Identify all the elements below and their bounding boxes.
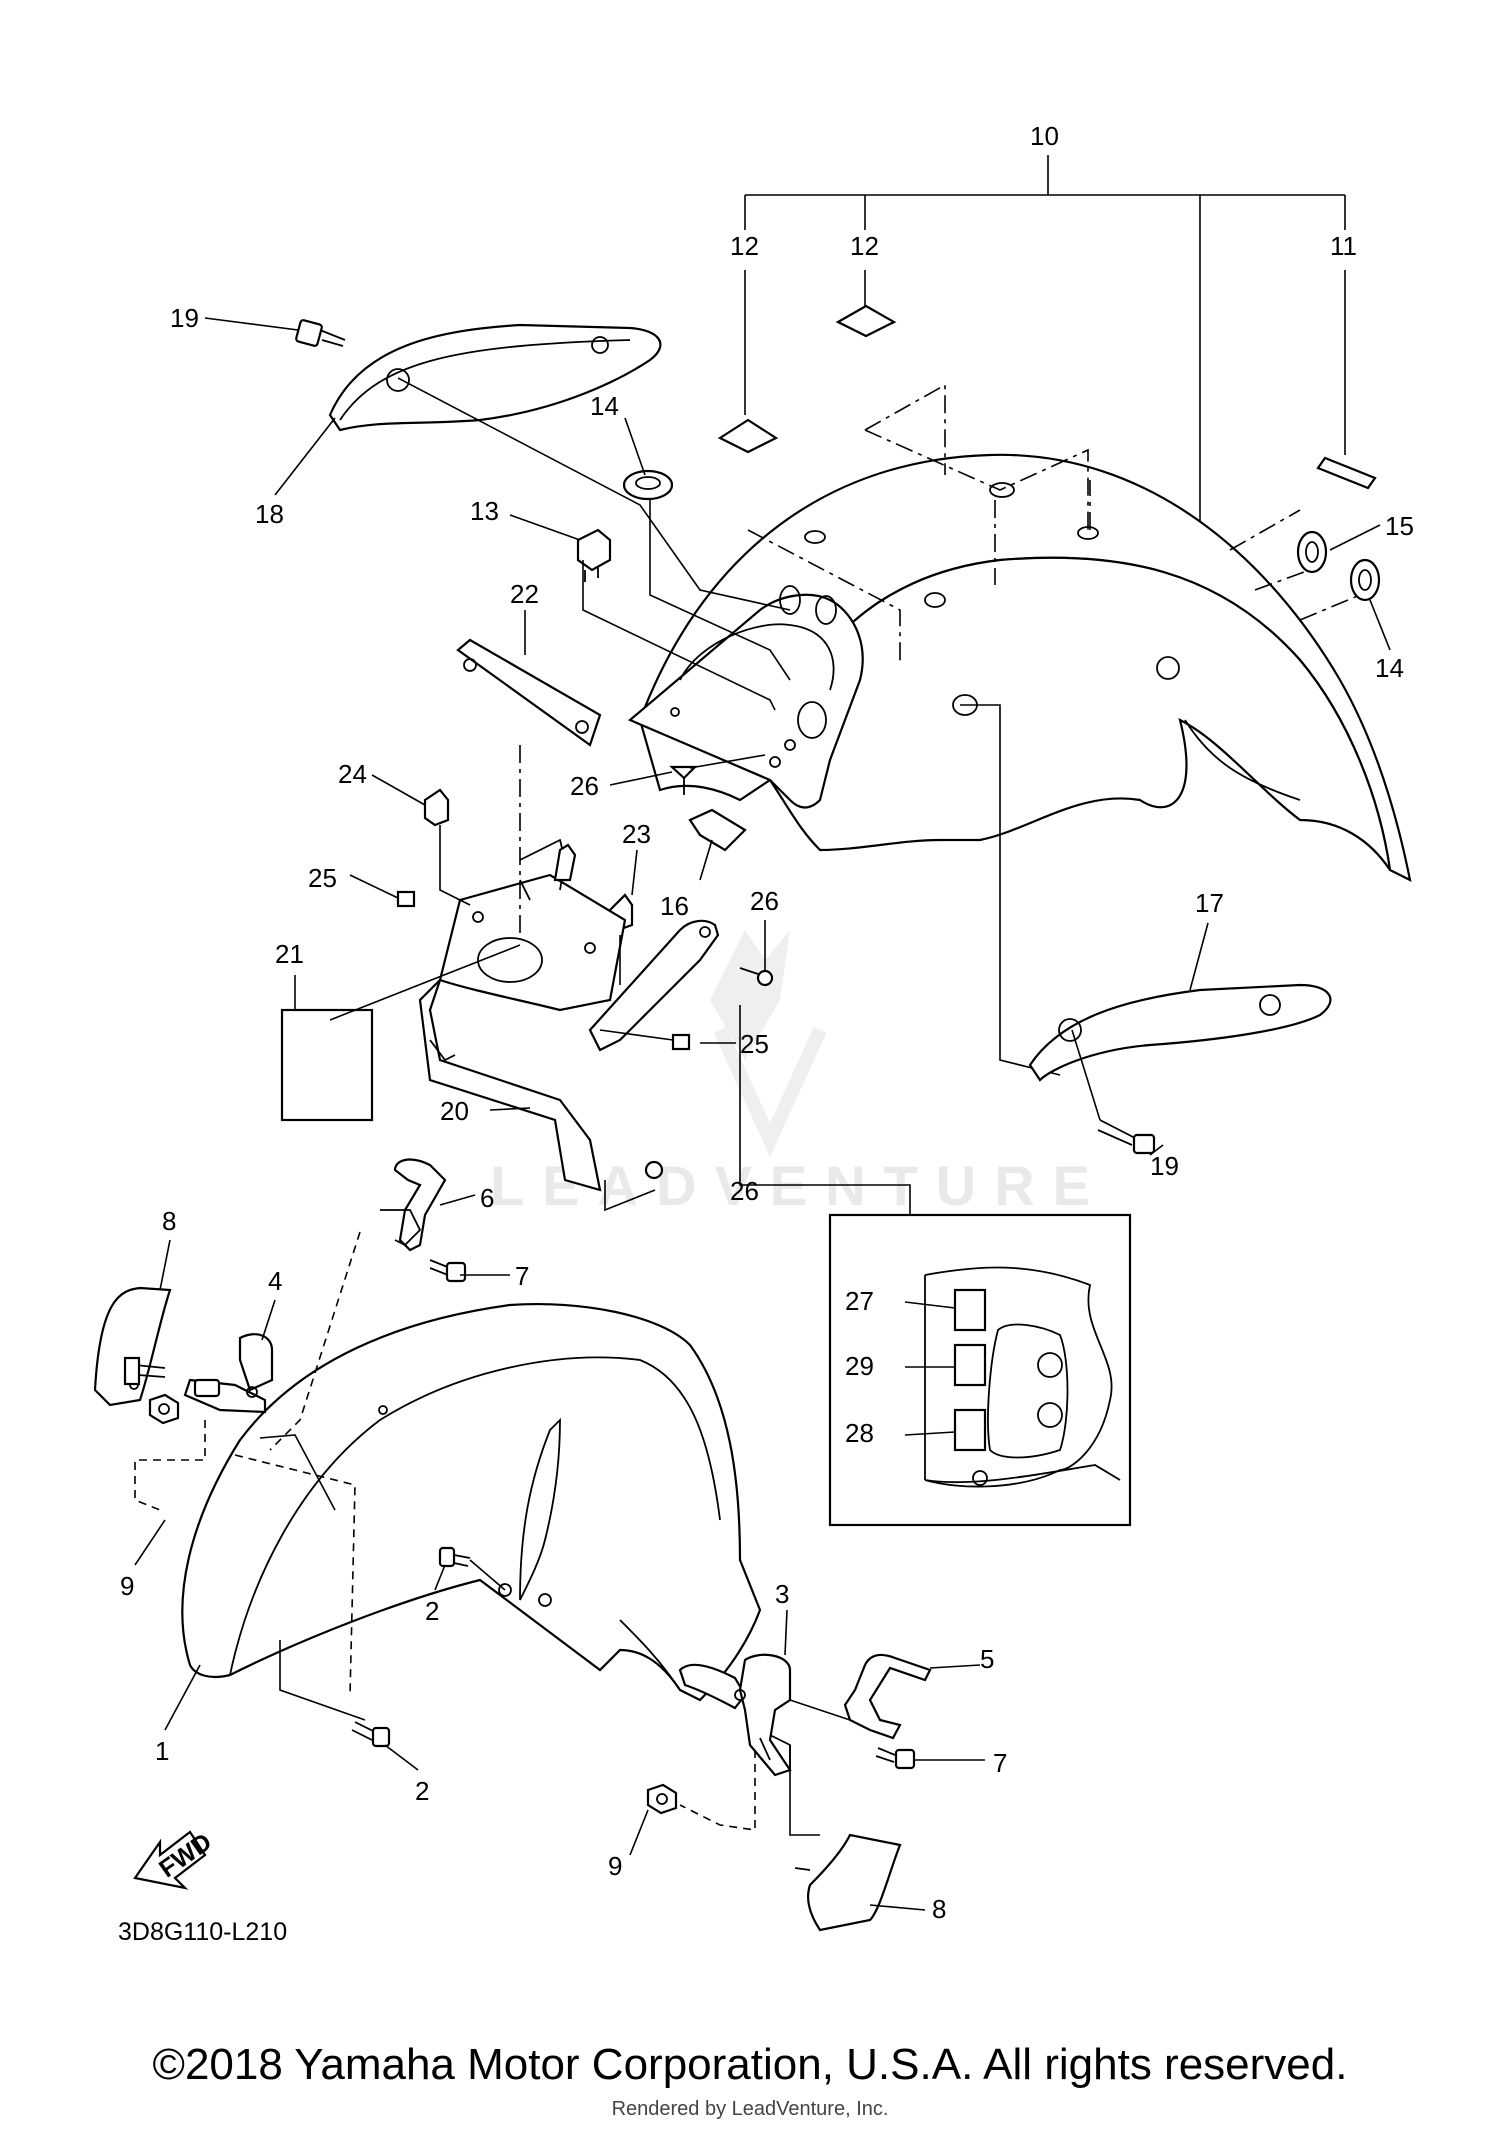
assembly-lines-bottom bbox=[679, 1699, 851, 1836]
switch-13 bbox=[576, 528, 612, 582]
callout-16: 16 bbox=[660, 891, 689, 921]
callout-13: 13 bbox=[470, 496, 499, 526]
group-bracket-10 bbox=[744, 155, 1346, 535]
clip-5 bbox=[843, 1653, 932, 1740]
plate-16 bbox=[688, 808, 747, 852]
decal-11 bbox=[1316, 456, 1377, 490]
callout-28: 28 bbox=[845, 1418, 874, 1448]
callout-3: 3 bbox=[775, 1579, 789, 1609]
rivet-26-lower bbox=[644, 1160, 664, 1180]
reflector-8-left bbox=[93, 1286, 172, 1407]
callout-8-b: 8 bbox=[932, 1894, 946, 1924]
front-fender bbox=[181, 1302, 762, 1702]
callout-9-a: 9 bbox=[120, 1571, 134, 1601]
callout-26-c: 26 bbox=[730, 1176, 759, 1206]
tail-bracket bbox=[627, 585, 864, 809]
assembly-lines-top bbox=[747, 383, 1361, 665]
rivet-26-upper bbox=[669, 765, 698, 795]
callout-6: 6 bbox=[480, 1183, 494, 1213]
nut-9-left bbox=[148, 1393, 180, 1425]
callout-2-b: 2 bbox=[415, 1776, 429, 1806]
callout-23: 23 bbox=[622, 819, 651, 849]
callout-1: 1 bbox=[155, 1736, 169, 1766]
callout-24: 24 bbox=[338, 759, 367, 789]
callout-17: 17 bbox=[1195, 888, 1224, 918]
grommet-14-top bbox=[622, 469, 674, 501]
copyright-notice: ©2018 Yamaha Motor Corporation, U.S.A. A… bbox=[152, 2040, 1348, 2089]
callout-26-a: 26 bbox=[570, 771, 599, 801]
grommet-14-right bbox=[1349, 558, 1381, 602]
callout-7-a: 7 bbox=[515, 1261, 529, 1291]
callout-8-a: 8 bbox=[162, 1206, 176, 1236]
callout-22: 22 bbox=[510, 579, 539, 609]
callout-26-b: 26 bbox=[750, 886, 779, 916]
callout-18: 18 bbox=[255, 499, 284, 529]
license-bracket-20 bbox=[418, 838, 720, 1192]
assembly-lines-mid bbox=[329, 377, 1061, 1230]
bolt-7-left bbox=[429, 1259, 467, 1283]
fwd-arrow-icon: FWD bbox=[133, 1828, 217, 1890]
callout-11: 11 bbox=[1330, 231, 1357, 261]
callout-12-b: 12 bbox=[850, 231, 879, 261]
reflector-8-right bbox=[794, 1833, 902, 1932]
decal-12-a bbox=[717, 418, 779, 454]
bolt-19-top bbox=[295, 319, 346, 347]
nut-9-right bbox=[646, 1783, 678, 1815]
clip-24 bbox=[423, 788, 450, 827]
callout-12-a: 12 bbox=[730, 231, 759, 261]
callout-4: 4 bbox=[268, 1266, 282, 1296]
bolt-7-right bbox=[875, 1747, 916, 1770]
detail-inset bbox=[828, 1213, 1132, 1527]
callout-14-a: 14 bbox=[590, 391, 619, 421]
callout-29: 29 bbox=[845, 1351, 874, 1381]
rear-fender bbox=[638, 453, 1412, 882]
callout-7-b: 7 bbox=[993, 1748, 1007, 1778]
bracket-3 bbox=[678, 1653, 792, 1777]
callout-20: 20 bbox=[440, 1096, 469, 1126]
plate-22 bbox=[456, 638, 602, 747]
fender-stay-18 bbox=[328, 323, 662, 432]
grommet-15 bbox=[1296, 530, 1328, 574]
callout-2-a: 2 bbox=[425, 1596, 439, 1626]
fender-stay-17 bbox=[1028, 983, 1332, 1082]
bolt-2-lower bbox=[351, 1721, 391, 1748]
bolt-19-right bbox=[1071, 1029, 1156, 1155]
callout-21: 21 bbox=[275, 939, 304, 969]
reference-code: 3D8G110-L210 bbox=[118, 1918, 287, 1946]
callout-numbers: 10 12 12 11 19 14 18 13 15 14 22 24 26 2… bbox=[120, 121, 1414, 1924]
clip-25-left bbox=[396, 890, 416, 908]
clip-25-right bbox=[671, 1033, 691, 1051]
callout-19-b: 19 bbox=[1150, 1151, 1179, 1181]
clip-6 bbox=[380, 1158, 447, 1252]
callout-14-b: 14 bbox=[1375, 653, 1404, 683]
bracket-4 bbox=[123, 1333, 274, 1414]
callout-19-a: 19 bbox=[170, 303, 199, 333]
rendered-by-credit: Rendered by LeadVenture, Inc. bbox=[611, 2098, 889, 2120]
callout-9-b: 9 bbox=[608, 1851, 622, 1881]
callout-25-b: 25 bbox=[740, 1029, 769, 1059]
rivet-26-mid bbox=[739, 967, 774, 987]
decal-12-b bbox=[835, 304, 897, 338]
callout-15: 15 bbox=[1385, 511, 1414, 541]
callout-27: 27 bbox=[845, 1286, 874, 1316]
callout-leaders bbox=[134, 317, 1391, 1911]
bolt-2-upper bbox=[438, 1546, 506, 1591]
callout-5: 5 bbox=[980, 1644, 994, 1674]
callout-10: 10 bbox=[1030, 121, 1059, 151]
callout-25-a: 25 bbox=[308, 863, 337, 893]
reflector-21 bbox=[280, 1008, 374, 1122]
assembly-lines-left bbox=[134, 1231, 366, 1721]
